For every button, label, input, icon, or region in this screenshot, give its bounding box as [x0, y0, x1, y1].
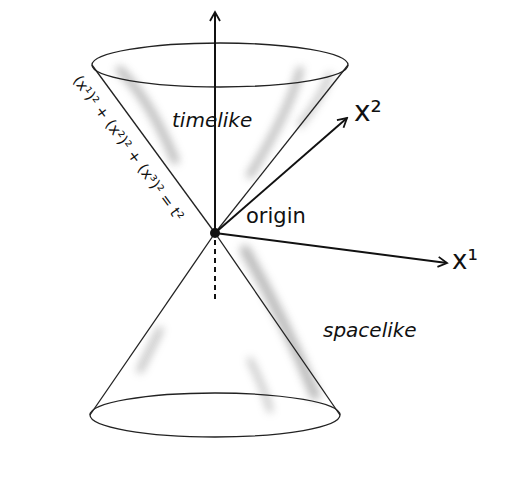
region-label: timelike [172, 110, 252, 130]
cone-edge [92, 65, 215, 233]
cone-edge [215, 65, 348, 233]
cone-shading [120, 70, 330, 410]
x1-axis [215, 233, 447, 263]
axis-label: x² [354, 98, 382, 126]
upper-cone-rim [92, 43, 348, 87]
time-axis-hidden [214, 240, 216, 300]
point-label: origin [246, 206, 306, 227]
cone-edge [215, 233, 340, 415]
lower-cone-rim [90, 393, 340, 437]
x2-axis [215, 118, 347, 233]
origin-dot [210, 228, 220, 238]
cone-edge [90, 233, 215, 415]
region-label: spacelike [323, 320, 417, 340]
axis-label: x¹ [452, 247, 478, 273]
